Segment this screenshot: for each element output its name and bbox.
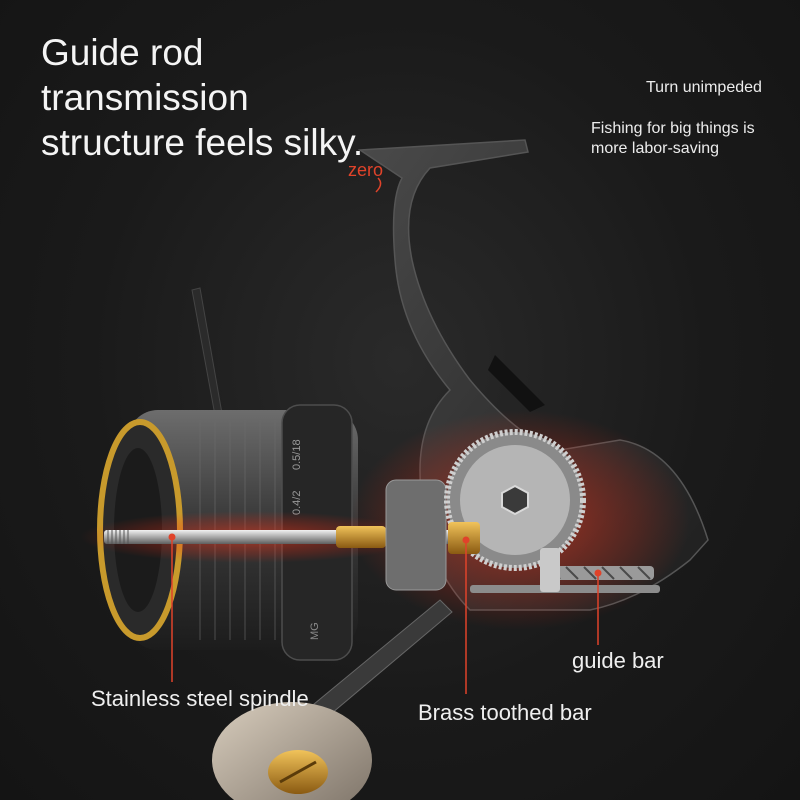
zero-mark: zero bbox=[348, 160, 384, 180]
callout-lines bbox=[171, 537, 599, 694]
callout-dot-spindle bbox=[168, 533, 176, 541]
side-note-fishing: Fishing for big things is more labor-sav… bbox=[591, 120, 755, 157]
callout-dot-guide bbox=[594, 569, 602, 577]
spool-line-spec-2: 0.4/2 bbox=[291, 491, 303, 515]
stem-cutout bbox=[488, 355, 545, 412]
side-note-turn: Turn unimpeded bbox=[646, 79, 762, 96]
headline: Guide rod transmission structure feels s… bbox=[41, 32, 364, 163]
spindle-thread bbox=[107, 530, 129, 544]
slider-block bbox=[540, 548, 560, 592]
handle-knob-slot bbox=[279, 760, 317, 784]
zero-hook bbox=[375, 177, 382, 193]
callout-label-brass: Brass toothed bar bbox=[418, 700, 592, 725]
gear-hex-socket bbox=[501, 484, 529, 516]
spool-line-spec: 0.5/18 bbox=[291, 439, 303, 470]
callout-label-spindle: Stainless steel spindle bbox=[91, 686, 309, 711]
rotor-housing bbox=[385, 479, 447, 591]
callout-dot-brass bbox=[462, 536, 470, 544]
callout-label-guide: guide bar bbox=[572, 648, 664, 673]
guide-bar bbox=[470, 585, 660, 593]
brass-bushing bbox=[336, 526, 386, 548]
spool-mark: MG bbox=[309, 622, 321, 640]
